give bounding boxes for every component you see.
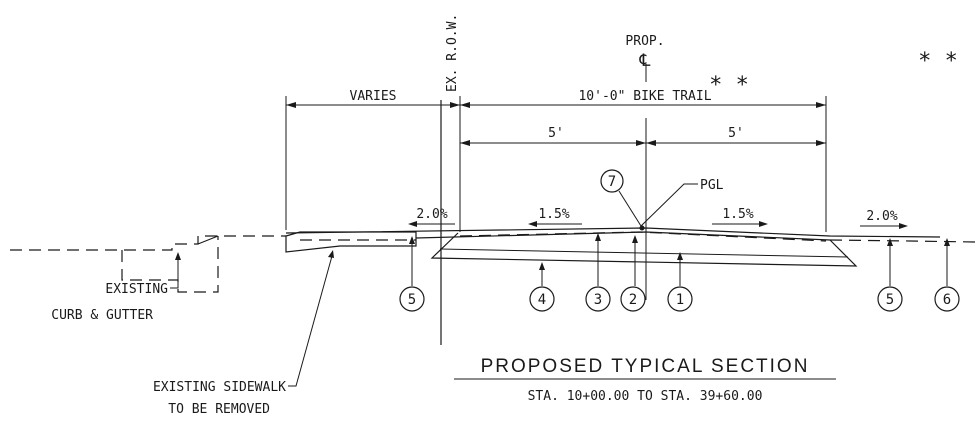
asterisk-right: * * [918, 49, 958, 74]
pgl-label: PGL [700, 178, 724, 193]
callout-3 [585, 286, 611, 312]
slope-left-trail: 1.5% [538, 207, 569, 222]
curb-label-line2: CURB & GUTTER [51, 308, 153, 323]
callout-7-number: 7 [608, 174, 616, 190]
curb-label-line1: EXISTING [105, 282, 168, 297]
aggregate-base [430, 232, 858, 267]
callout-6-number: 6 [943, 292, 951, 308]
callout-5-right-number: 5 [886, 292, 894, 308]
callout-2 [620, 286, 646, 312]
section-title: PROPOSED TYPICAL SECTION [481, 356, 810, 377]
row-label: EX. R.O.W. [445, 14, 460, 92]
slope-right-trail: 1.5% [722, 207, 753, 222]
half-left-label: 5' [548, 126, 564, 141]
sidewalk-label-line1: EXISTING SIDEWALK [153, 380, 286, 395]
callout-2-number: 2 [629, 292, 637, 308]
half-right-label: 5' [728, 126, 744, 141]
existing-curb-gutter [121, 236, 219, 293]
slope-right-outer: 2.0% [866, 209, 897, 224]
varies-label: VARIES [350, 89, 397, 104]
callout-3-number: 3 [594, 292, 602, 308]
callout-4-number: 4 [538, 292, 546, 308]
callout-6 [934, 286, 960, 312]
asterisk-mid: * * [709, 73, 749, 98]
callout-7 [600, 169, 624, 193]
proposed-finish-grade [285, 227, 941, 238]
existing-ground-right [829, 239, 976, 243]
centerline-symbol: ℄ [639, 51, 651, 71]
callout-5-left [399, 286, 425, 312]
section-subtitle: STA. 10+00.00 TO STA. 39+60.00 [528, 389, 763, 404]
callout-5-left-number: 5 [408, 292, 416, 308]
callout-1 [667, 286, 693, 312]
existing-ground-left [10, 235, 286, 251]
sidewalk-label-line2: TO BE REMOVED [168, 402, 270, 417]
callout-5-right [877, 286, 903, 312]
slope-left-outer: 2.0% [416, 207, 447, 222]
trail-width-label: 10'-0" BIKE TRAIL [578, 89, 711, 104]
prop-label: PROP. [625, 34, 664, 49]
callout-1-number: 1 [676, 292, 684, 308]
callout-4 [529, 286, 555, 312]
existing-sidewalk [285, 231, 417, 253]
